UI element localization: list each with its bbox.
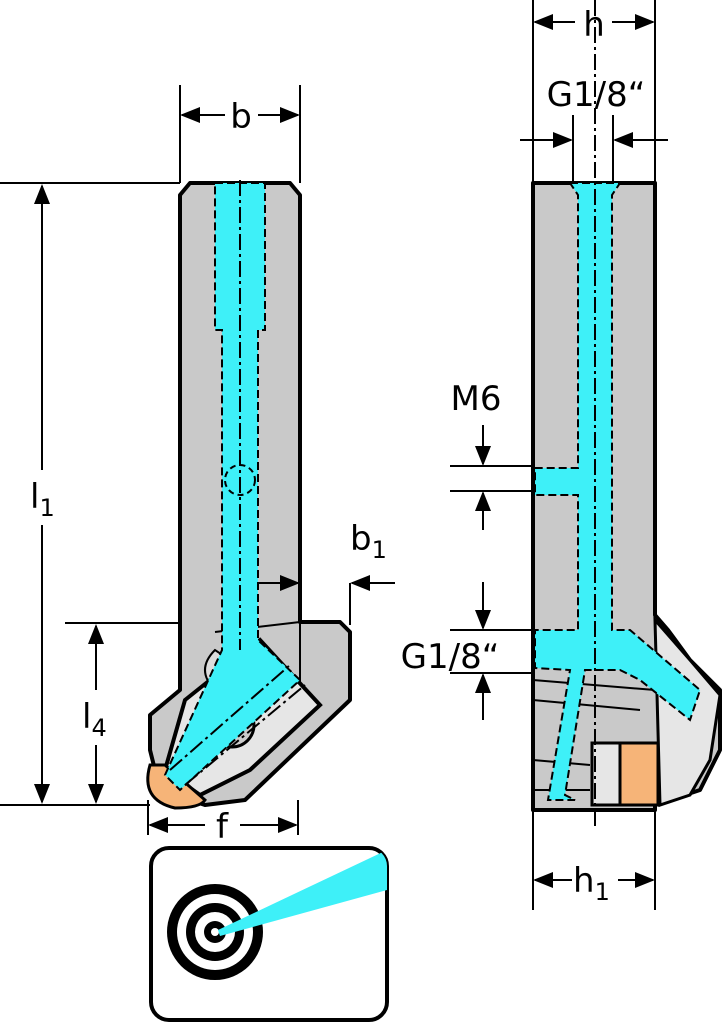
dimension-b: b xyxy=(179,85,301,183)
dimension-l1: l1 xyxy=(0,182,180,806)
dimension-m6: M6 xyxy=(450,379,533,530)
label-l4: l4 xyxy=(82,697,107,742)
dimension-g18-bottom: G1/8“ xyxy=(401,582,533,720)
label-g18-top: G1/8“ xyxy=(547,75,646,115)
label-h: h xyxy=(583,5,605,45)
dimension-g18-top: G1/8“ xyxy=(520,75,668,183)
label-b1: b1 xyxy=(350,519,387,564)
front-view xyxy=(146,180,352,810)
label-g18-bottom: G1/8“ xyxy=(401,637,500,677)
dimension-f: f xyxy=(147,800,299,847)
label-l1: l1 xyxy=(30,477,55,522)
dimension-h: h xyxy=(532,0,656,183)
cutting-insert xyxy=(618,741,660,807)
label-h1: h1 xyxy=(573,861,610,906)
dimension-h1: h1 xyxy=(532,810,656,910)
internal-coolant-target-icon xyxy=(149,846,389,1022)
label-m6: M6 xyxy=(451,379,502,419)
label-b: b xyxy=(230,97,252,137)
dimension-b1: b1 xyxy=(258,519,395,625)
label-f: f xyxy=(216,807,229,847)
dimension-l4: l4 xyxy=(65,622,180,804)
side-view xyxy=(531,0,722,830)
